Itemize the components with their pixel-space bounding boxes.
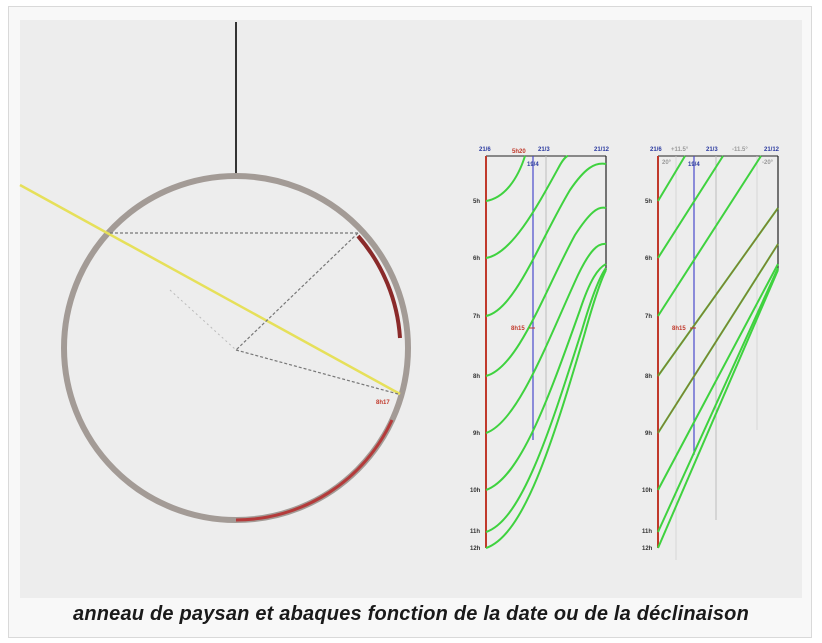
decl-red-line-9h (657, 243, 779, 434)
date-hour-10h: 10h (470, 488, 481, 494)
decl-top-label-2: +11.5° (671, 147, 689, 153)
curve-6h (485, 155, 569, 259)
peasant-ring: 8h17 (19, 22, 411, 523)
decl-hour-8h: 8h (645, 374, 652, 380)
decl-line-6h (657, 155, 724, 259)
chart-decl-top-labels: 21/6 +11.5° 21/3 -11.5° 21/12 20° -20° 1… (650, 147, 780, 168)
graduated-arc-right (356, 234, 402, 339)
date-hour-8h: 8h (473, 374, 480, 380)
decl-edge-label-left: 20° (662, 160, 672, 166)
sun-ray (19, 183, 401, 396)
curve-10h (485, 263, 607, 491)
decl-hour-5h: 5h (645, 199, 652, 205)
curve-7h (485, 162, 607, 317)
decl-red-line-8h (657, 207, 779, 377)
pointer-time-label: 8h17 (376, 400, 390, 406)
chart-date-hour-labels: 5h 6h 7h 8h 9h 10h 11h 12h (470, 199, 481, 552)
date-hour-11h: 11h (470, 529, 480, 535)
ring-circle (61, 173, 411, 523)
decl-line-12h (657, 269, 779, 549)
chart-decl-highlight (657, 207, 779, 434)
figure-caption: anneau de paysan et abaques fonction de … (73, 603, 749, 625)
guide-diagonal (235, 232, 359, 351)
curve-9h (485, 242, 607, 434)
date-marker-label: 8h15 (511, 326, 525, 332)
date-hour-12h: 12h (470, 546, 481, 552)
curve-12h (485, 269, 607, 549)
date-top-label-3: 21/3 (538, 147, 550, 153)
decl-top-label-4: -11.5° (732, 147, 748, 153)
decl-hour-7h: 7h (645, 314, 652, 320)
chart-date-top-labels: 21/6 5h20 21/3 21/12 19/4 (479, 147, 610, 168)
decl-line-11h (657, 267, 779, 533)
decl-hour-9h: 9h (645, 431, 652, 437)
date-top-label-4: 21/12 (594, 147, 610, 153)
graduated-arc-bottom (235, 419, 394, 522)
chart-date-curves (485, 155, 607, 549)
curve-11h (485, 267, 607, 533)
decl-hour-11h: 11h (642, 529, 652, 535)
chart-declination: 21/6 +11.5° 21/3 -11.5° 21/12 20° -20° 1… (642, 147, 780, 560)
decl-edge-label-right: -20° (762, 160, 774, 166)
figure-canvas: 8h17 21/6 5h20 21/3 21/12 19/4 5h 6h (19, 22, 780, 560)
date-hour-7h: 7h (473, 314, 480, 320)
date-hour-6h: 6h (473, 256, 480, 262)
decl-top-label-5: 21/12 (764, 147, 780, 153)
date-top-label-2: 5h20 (512, 149, 526, 155)
date-top-label-1: 21/6 (479, 147, 491, 153)
decl-line-7h (657, 155, 762, 317)
decl-secondary-label: 19/4 (688, 162, 700, 168)
decl-top-label-3: 21/3 (706, 147, 718, 153)
guide-to-pointer (235, 349, 399, 395)
decl-marker-label: 8h15 (672, 326, 686, 332)
date-hour-9h: 9h (473, 431, 480, 437)
decl-line-5h (657, 155, 686, 202)
date-secondary-label: 19/4 (527, 162, 539, 168)
date-hour-5h: 5h (473, 199, 480, 205)
curve-8h (485, 206, 607, 377)
decl-top-label-1: 21/6 (650, 147, 662, 153)
curve-5h (485, 155, 526, 202)
decl-hour-12h: 12h (642, 546, 653, 552)
decl-line-10h (657, 263, 779, 491)
decl-hour-10h: 10h (642, 488, 653, 494)
chart-decl-hour-labels: 5h 6h 7h 8h 9h 10h 11h 12h (642, 199, 653, 552)
chart-date: 21/6 5h20 21/3 21/12 19/4 5h 6h 7h 8h 9h… (470, 147, 610, 552)
decl-hour-6h: 6h (645, 256, 652, 262)
